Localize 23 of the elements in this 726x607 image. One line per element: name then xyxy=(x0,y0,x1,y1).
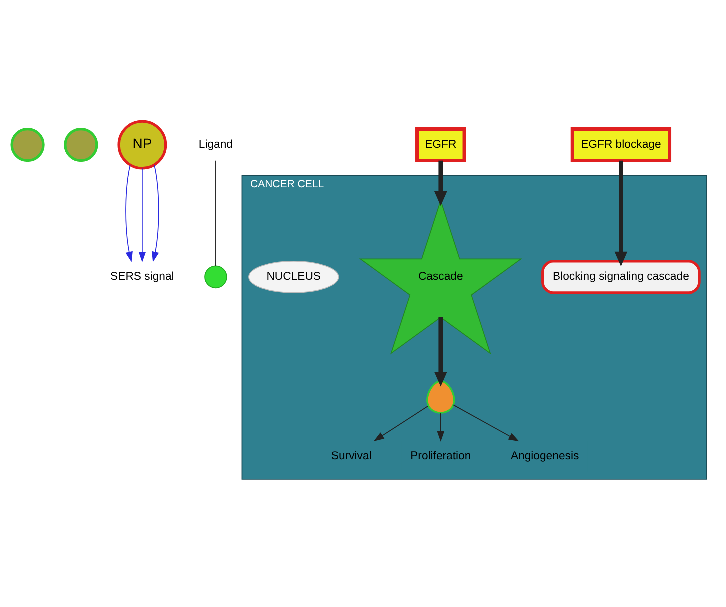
arrow xyxy=(437,412,445,442)
arrow xyxy=(374,405,429,441)
node-circle xyxy=(10,127,45,162)
node-circle xyxy=(204,265,228,288)
arrow xyxy=(453,404,520,442)
node-box: EGFR xyxy=(416,127,466,162)
node-text: Proliferation xyxy=(410,450,472,462)
node-circle: NP xyxy=(118,120,168,170)
arrow xyxy=(126,164,133,262)
node-box: EGFR blockage xyxy=(570,127,672,162)
node-text: Ligand xyxy=(198,138,234,150)
node-box: Blocking signaling cascade xyxy=(542,260,701,294)
node-cloud xyxy=(426,380,456,414)
node-text: Survival xyxy=(331,450,372,462)
node-text: SERS signal xyxy=(110,270,174,283)
node-ellipse: NUCLEUS xyxy=(248,260,340,293)
arrow xyxy=(434,160,448,206)
node-text: Angiogenesis xyxy=(510,450,580,462)
arrow xyxy=(434,316,448,386)
arrow xyxy=(138,168,146,262)
node-circle xyxy=(64,127,98,162)
arrow xyxy=(614,160,628,266)
arrow xyxy=(152,164,160,262)
